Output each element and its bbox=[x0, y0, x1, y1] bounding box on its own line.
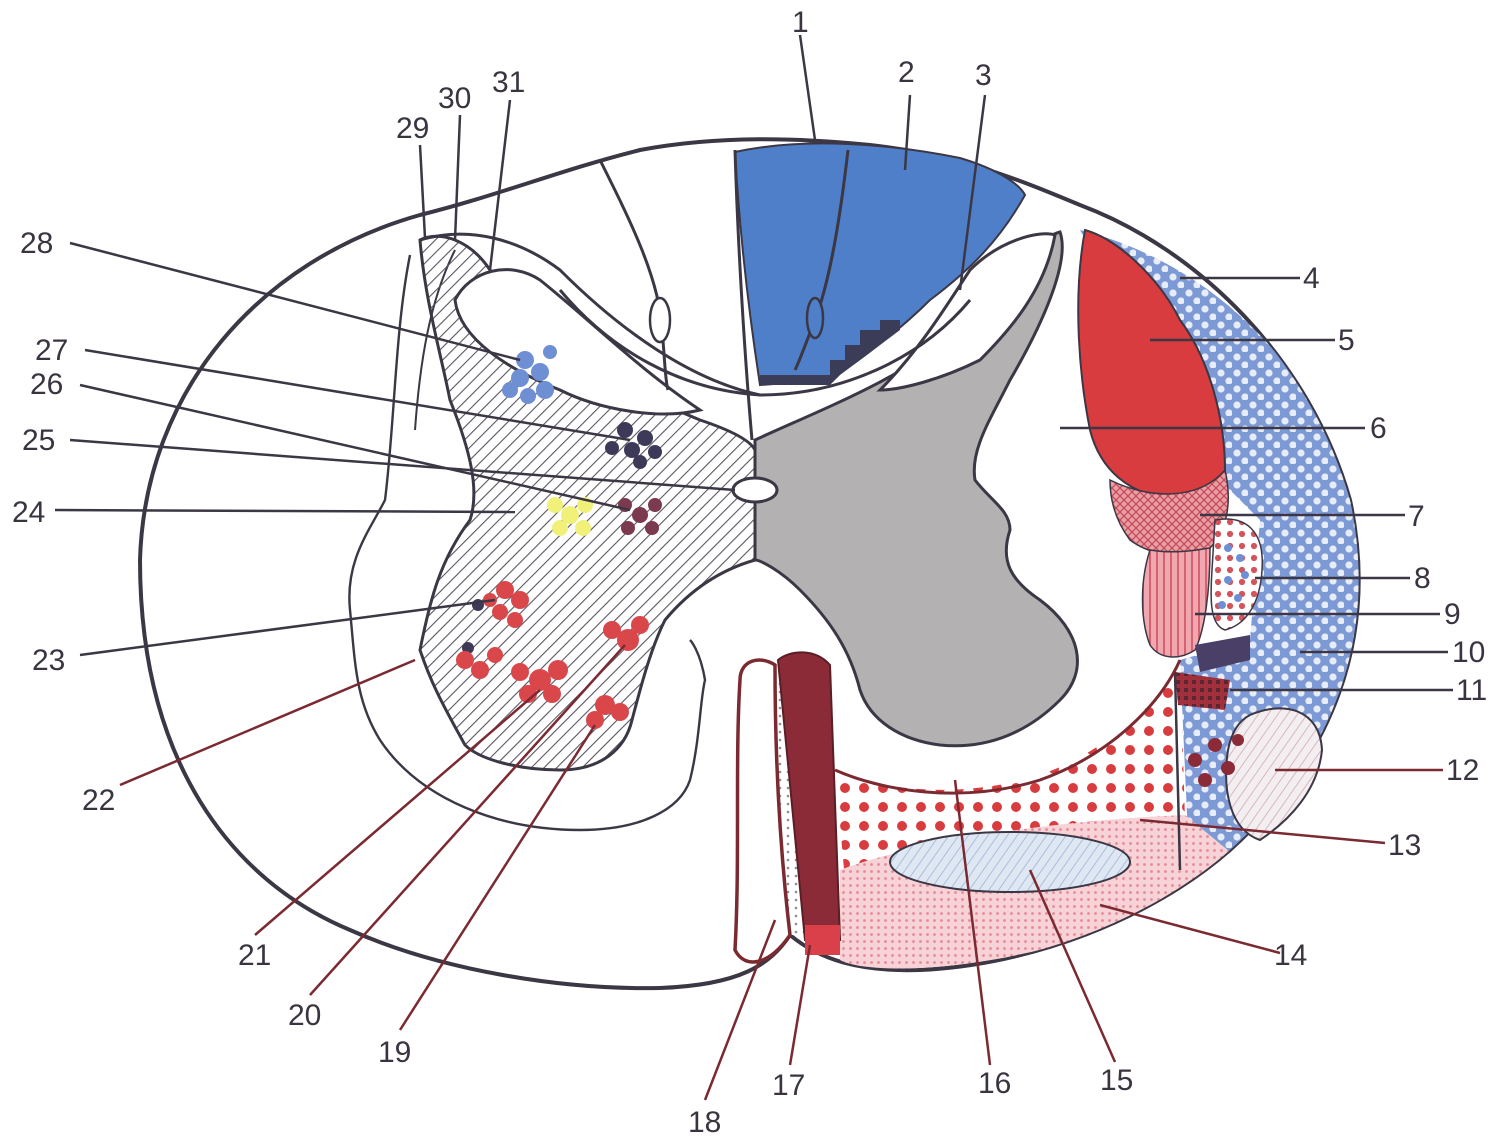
label-16: 16 bbox=[978, 1067, 1011, 1100]
label-26: 26 bbox=[30, 368, 63, 401]
label-23: 23 bbox=[32, 644, 65, 677]
label-3: 3 bbox=[975, 59, 992, 92]
label-22: 22 bbox=[82, 784, 115, 817]
label-6: 6 bbox=[1370, 412, 1387, 445]
septum-loop-right bbox=[807, 298, 823, 338]
label-2: 2 bbox=[898, 56, 915, 89]
label-4: 4 bbox=[1303, 262, 1320, 295]
label-30: 30 bbox=[438, 82, 471, 115]
label-13: 13 bbox=[1388, 829, 1421, 862]
label-11: 11 bbox=[1456, 674, 1487, 707]
label-31: 31 bbox=[492, 66, 525, 99]
leader-1 bbox=[800, 35, 815, 140]
label-9: 9 bbox=[1444, 598, 1461, 631]
olivospinal-oval bbox=[1226, 708, 1322, 840]
label-8: 8 bbox=[1414, 562, 1431, 595]
label-10: 10 bbox=[1452, 636, 1485, 669]
label-12: 12 bbox=[1446, 754, 1479, 787]
label-25: 25 bbox=[22, 424, 55, 457]
leader-14 bbox=[1100, 905, 1280, 953]
label-5: 5 bbox=[1338, 324, 1355, 357]
label-21: 21 bbox=[238, 939, 271, 972]
label-17: 17 bbox=[772, 1069, 805, 1102]
anterior-light-oval bbox=[890, 832, 1130, 892]
label-27: 27 bbox=[35, 334, 68, 367]
leader-17 bbox=[790, 945, 810, 1065]
label-29: 29 bbox=[396, 112, 429, 145]
label-1: 1 bbox=[792, 6, 809, 39]
label-15: 15 bbox=[1100, 1064, 1133, 1097]
label-24: 24 bbox=[12, 496, 45, 529]
label-18: 18 bbox=[688, 1106, 721, 1138]
label-19: 19 bbox=[378, 1036, 411, 1069]
label-14: 14 bbox=[1274, 939, 1307, 972]
label-28: 28 bbox=[20, 227, 53, 260]
label-20: 20 bbox=[288, 999, 321, 1032]
septum-loop-left bbox=[650, 298, 670, 342]
central-canal bbox=[733, 478, 777, 502]
label-7: 7 bbox=[1408, 500, 1425, 533]
